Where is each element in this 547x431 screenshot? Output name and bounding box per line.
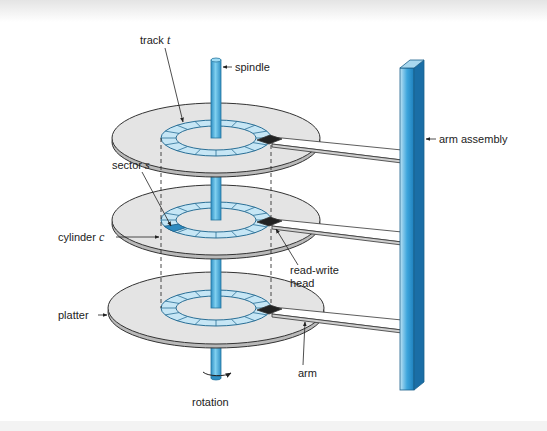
part-label: spindle <box>235 61 270 74</box>
part-label: arm <box>298 367 317 380</box>
part-label: cylinder c <box>58 231 104 244</box>
part-label: track t <box>140 34 170 47</box>
part-label: arm assembly <box>439 133 507 146</box>
part-label: sector s <box>112 159 150 172</box>
part-label: platter <box>58 309 89 322</box>
part-label: rotation <box>192 396 229 409</box>
part-label: read-write head <box>290 264 348 290</box>
